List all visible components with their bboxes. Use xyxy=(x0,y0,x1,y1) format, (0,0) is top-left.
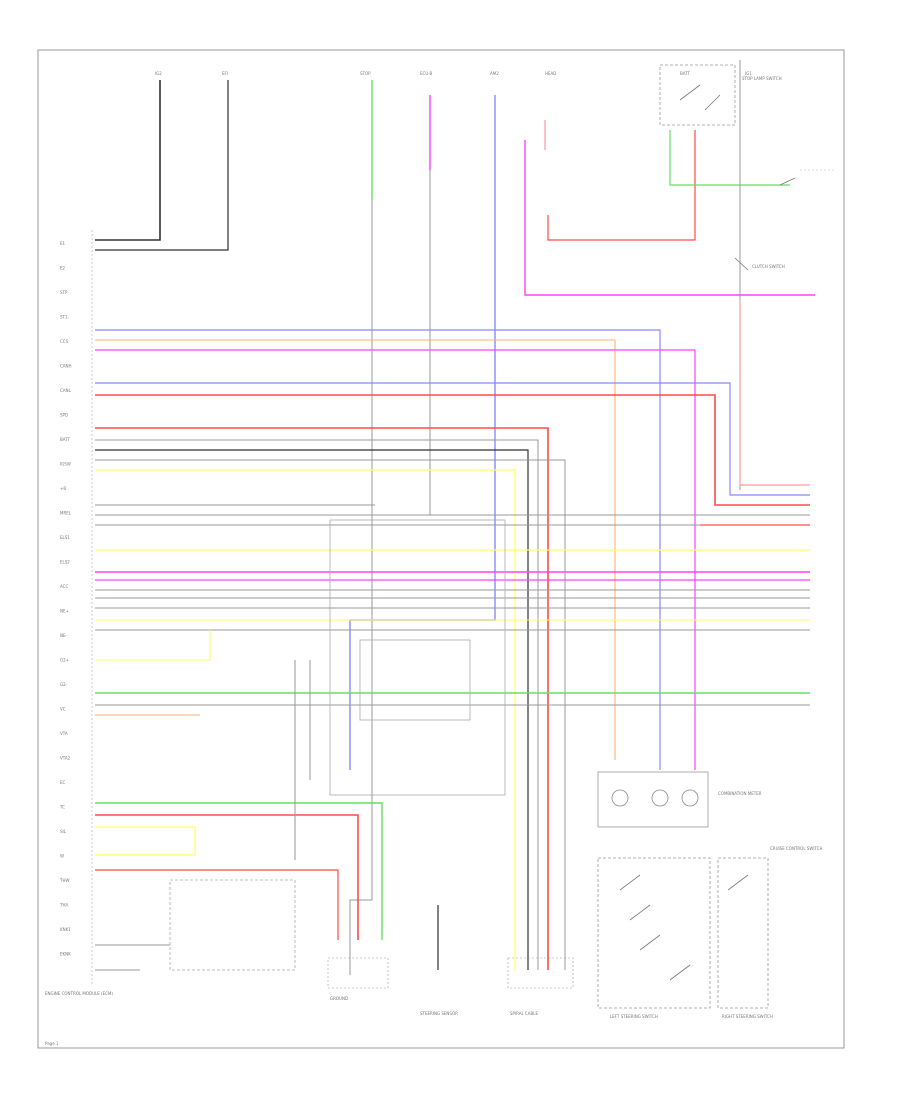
ecm-pin-21: VTA2 xyxy=(60,756,71,761)
ecm-pin-22: EC xyxy=(60,780,66,785)
wire-gray-19 xyxy=(95,439,539,970)
ecm-pin-4: CCS xyxy=(60,339,69,344)
wire-blue-16 xyxy=(95,382,810,496)
ecm-pin-28: KNK1 xyxy=(60,927,71,932)
wire-red-42 xyxy=(95,869,339,940)
wire-green-10 xyxy=(669,130,790,186)
fuse-label-4: AM2 xyxy=(490,71,499,76)
wire-black-20 xyxy=(95,449,529,970)
clutch-switch-label: CLUTCH SWITCH xyxy=(752,264,785,269)
ecm-pin-19: VC xyxy=(60,707,66,712)
left-switch-label: LEFT STEERING SWITCH xyxy=(610,1014,658,1019)
inner-box xyxy=(359,639,471,721)
ecm-pin-9: IGSW xyxy=(60,462,71,467)
meter-circle-3 xyxy=(681,789,699,807)
meter-circle-2 xyxy=(651,789,669,807)
ecm-pin-3: ST1- xyxy=(60,315,70,320)
ecm-pin-25: W xyxy=(60,854,64,859)
stop-lamp-switch-box xyxy=(659,64,736,126)
bottom-connector-2 xyxy=(507,957,574,989)
wire-gray-3 xyxy=(429,120,810,516)
ecm-pin-10: +B xyxy=(60,486,66,491)
ecm-pin-16: NE- xyxy=(60,633,68,638)
ecm-pin-23: TC xyxy=(59,805,65,810)
wire-yellow-35 xyxy=(95,630,211,661)
wire-magenta-15 xyxy=(95,349,696,770)
wire-gray-2 xyxy=(349,120,373,975)
ecm-pin-2: STP xyxy=(60,290,68,295)
wire-yellow-22 xyxy=(95,469,516,970)
ecm-pin-13: ELS2 xyxy=(60,560,70,565)
ecm-pin-8: BATT xyxy=(60,437,71,442)
fuse-label-2: STOP xyxy=(360,71,371,76)
wire-magenta-7 xyxy=(524,140,815,296)
ecm-pin-24: SIL xyxy=(60,829,67,834)
combination-meter-box xyxy=(597,771,709,828)
right-switch-label: RIGHT STEERING SWITCH xyxy=(722,1014,773,1019)
wire-gray-21 xyxy=(95,459,566,970)
wire-green-39 xyxy=(95,802,383,940)
fuse-label-3: ECU-B xyxy=(420,71,433,76)
ecm-pin-12: ELS1 xyxy=(60,535,70,540)
ecm-pin-27: THA xyxy=(59,903,68,908)
stop-lamp-switch-label: STOP LAMP SWITCH xyxy=(742,76,782,81)
ecm-pin-1: E2 xyxy=(60,266,66,271)
fuse-label-1: EFI xyxy=(222,71,228,76)
wire-blue-13 xyxy=(95,329,661,770)
steering-sensor-label: STEERING SENSOR xyxy=(420,1011,458,1016)
page-ref-label: Page 1 xyxy=(45,1041,59,1046)
wire-red-17 xyxy=(95,394,810,506)
relay-box xyxy=(329,519,506,796)
components xyxy=(169,64,835,1009)
ecm-pin-17: G2+ xyxy=(60,658,69,663)
ecm-pin-7: SPD xyxy=(60,413,68,418)
ecm-pin-15: NE+ xyxy=(60,609,69,614)
ecm-pin-20: VTA xyxy=(60,731,68,736)
wire-group xyxy=(95,60,815,975)
bottom-connector-1 xyxy=(327,957,389,989)
fuse-label-0: IG2 xyxy=(155,71,162,76)
wire-black-0 xyxy=(95,80,161,241)
ecm-name-label: ENGINE CONTROL MODULE (ECM) xyxy=(45,991,113,996)
labels: ENGINE CONTROL MODULE (ECM) Page 1 LEFT … xyxy=(45,76,823,1046)
wire-black-1 xyxy=(95,80,229,251)
lower-left-box xyxy=(169,879,296,971)
ecm-pin-18: G2- xyxy=(60,682,68,687)
meter-circle-1 xyxy=(611,789,629,807)
ecm-pin-11: MREL xyxy=(60,511,72,516)
right-steering-switch-box xyxy=(717,857,769,1009)
wire-pink_red-12 xyxy=(739,300,810,486)
ecm-pin-0: E1 xyxy=(60,241,66,246)
wire-red-18 xyxy=(95,427,549,970)
cruise-switch-label: CRUISE CONTROL SWITCH xyxy=(770,846,823,851)
ecm-pin-5: CANH xyxy=(60,364,72,369)
wire-red-40 xyxy=(95,814,359,940)
ground-label: GROUND xyxy=(330,996,348,1001)
fuse-label-6: BATT xyxy=(680,71,691,76)
ecm-pin-26: THW xyxy=(59,878,69,883)
spiral-cable-label: SPIRAL CABLE xyxy=(510,1011,538,1016)
fuse-label-7: IG1 xyxy=(745,71,752,76)
top-fuse-labels: IG2 EFI STOP ECU-B AM2 HEAD BATT IG1 xyxy=(155,71,752,76)
fuse-label-5: HEAD xyxy=(545,71,556,76)
diagram-border xyxy=(37,49,845,1049)
left-steering-switch-box xyxy=(597,857,711,1009)
ecm-pin-6: CANL xyxy=(60,388,72,393)
combination-meter-label: COMBINATION METER xyxy=(718,791,762,796)
wire-yellow-41 xyxy=(95,826,196,856)
ecm-pin-14: ACC xyxy=(60,584,68,589)
ecm-pin-29: EKNK xyxy=(60,952,71,957)
